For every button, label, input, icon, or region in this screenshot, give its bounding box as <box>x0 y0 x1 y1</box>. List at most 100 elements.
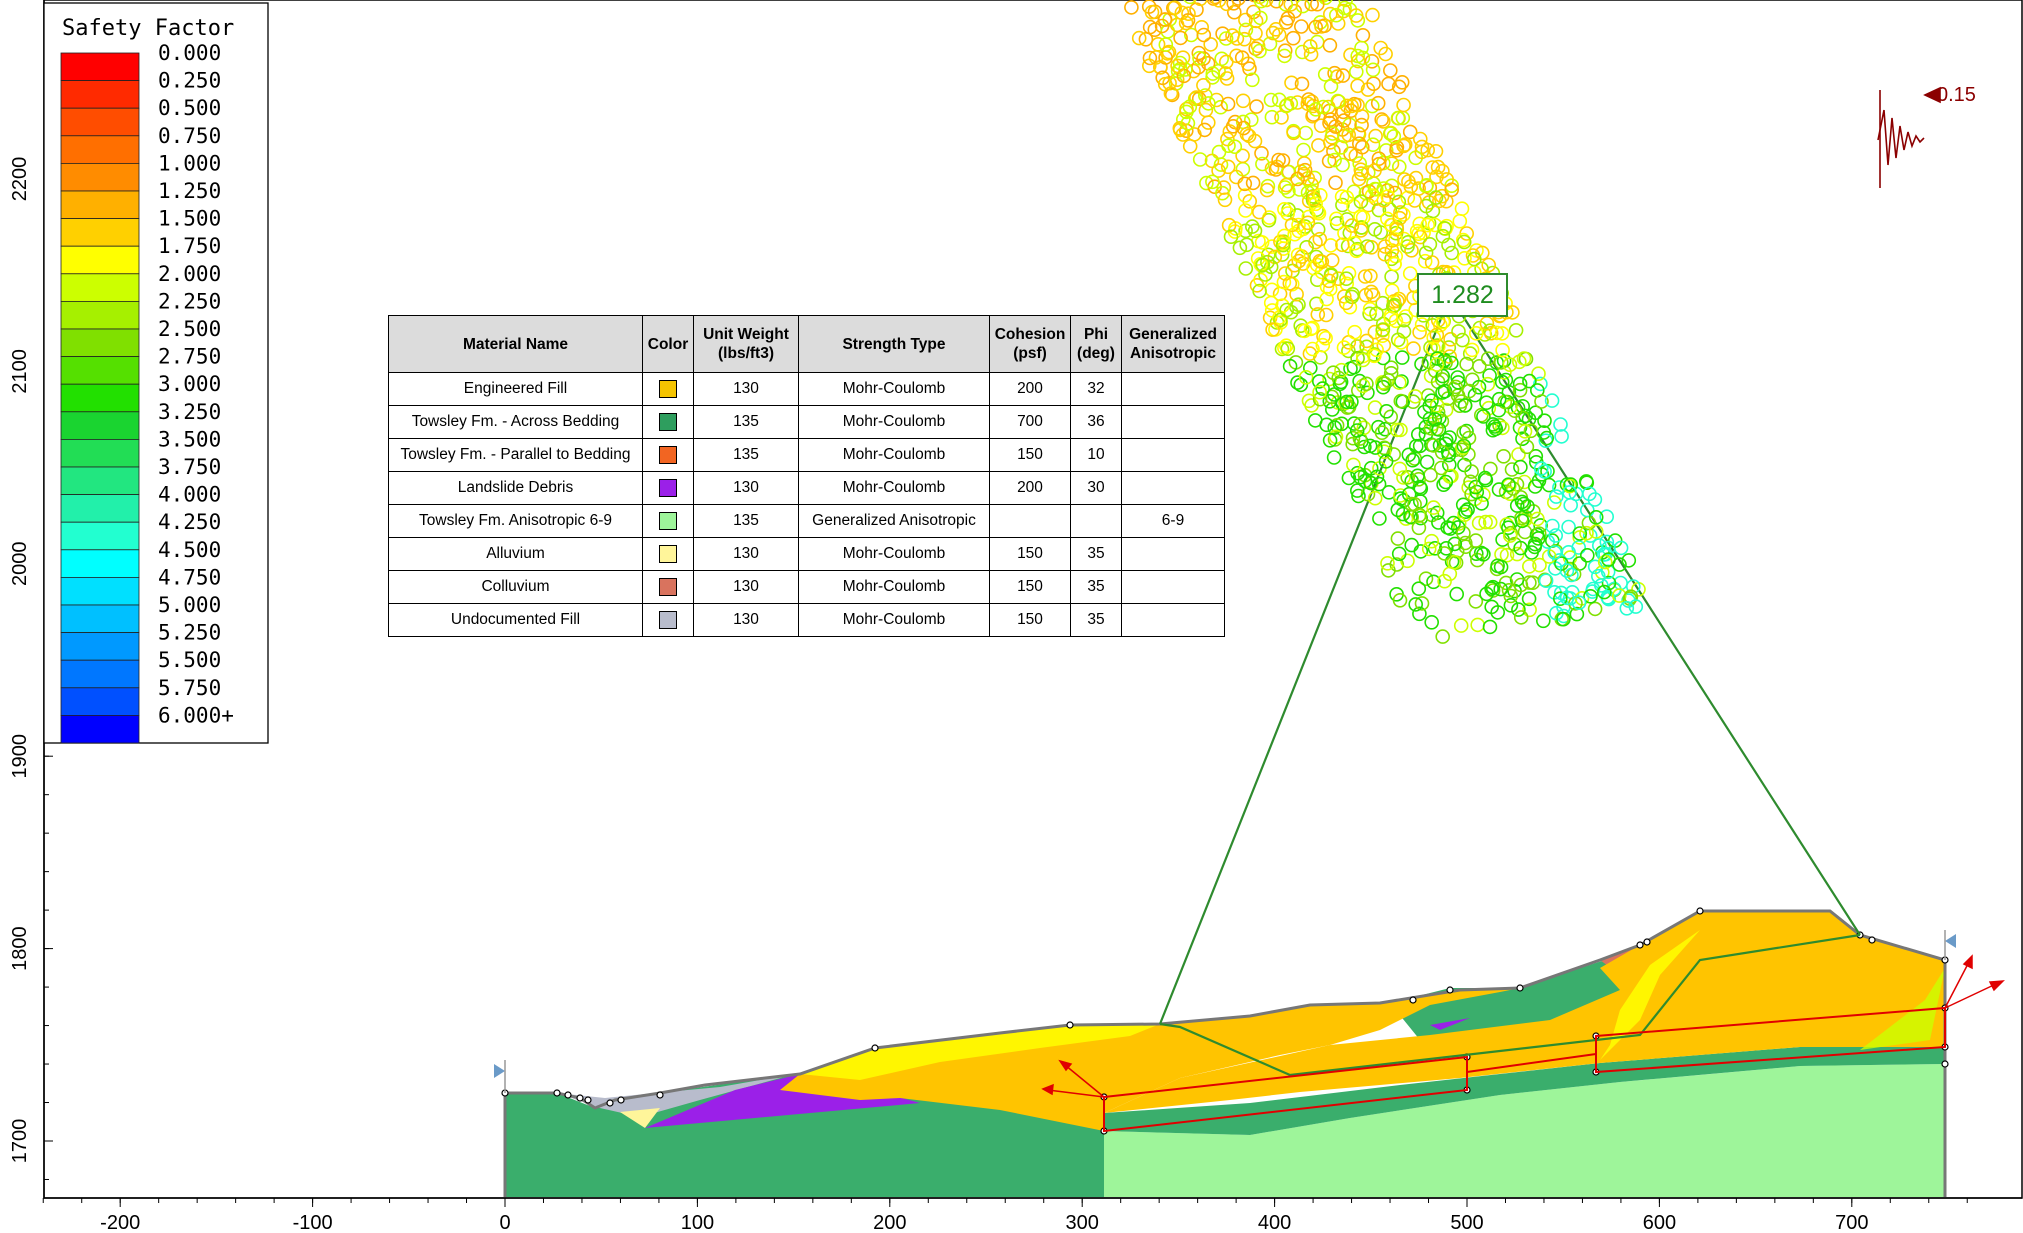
x-tick-label: 400 <box>1258 1212 1291 1233</box>
slip-center-marker <box>1530 511 1545 527</box>
slip-center-marker <box>1469 325 1484 341</box>
legend-swatch <box>60 521 140 551</box>
slip-center-marker <box>1221 217 1237 233</box>
cell-strength-type: Mohr-Coulomb <box>798 471 990 505</box>
slip-center-marker <box>1349 64 1364 80</box>
slip-center-marker <box>1264 282 1280 298</box>
slip-center-marker <box>1390 110 1406 126</box>
slip-center-marker <box>1220 159 1236 175</box>
slip-center-marker <box>1396 97 1411 113</box>
slip-center-marker <box>1619 600 1635 616</box>
legend-label: 5.500 <box>158 648 221 672</box>
slip-center-marker <box>1317 67 1333 82</box>
legend-swatch <box>60 273 140 302</box>
slip-center-marker <box>1183 0 1197 5</box>
slip-center-marker <box>1435 228 1451 244</box>
slip-center-marker <box>1345 436 1360 452</box>
slip-center-marker <box>1311 205 1327 221</box>
slip-center-marker <box>1476 409 1491 424</box>
slip-center-marker <box>1148 50 1164 65</box>
slip-center-marker <box>1327 420 1342 435</box>
cell-anisotropic <box>1121 537 1225 571</box>
legend-swatch <box>60 466 140 496</box>
slip-center-marker <box>1396 470 1411 485</box>
slip-center-marker <box>1501 582 1517 598</box>
slip-center-marker <box>1517 423 1533 439</box>
slip-center-marker <box>1237 176 1253 192</box>
slip-center-marker <box>1208 0 1222 5</box>
slip-center-marker <box>1451 324 1466 339</box>
slip-center-marker <box>1321 153 1337 169</box>
cell-strength-type: Mohr-Coulomb <box>798 372 990 406</box>
slip-center-marker <box>1283 0 1299 12</box>
slip-center-marker <box>1522 559 1537 574</box>
slip-center-marker <box>1359 333 1374 349</box>
slip-center-marker <box>1314 264 1330 280</box>
slip-center-marker <box>1312 391 1328 407</box>
cell-material-name: Landslide Debris <box>388 471 643 505</box>
slip-center-marker <box>1559 477 1575 492</box>
legend-label: 4.250 <box>158 510 221 534</box>
slip-center-marker <box>1231 0 1246 6</box>
slip-center-marker <box>1284 217 1300 233</box>
slip-center-marker <box>1430 159 1446 175</box>
slip-center-marker <box>1325 126 1340 141</box>
slip-center-marker <box>1254 235 1270 250</box>
slip-center-marker <box>1393 488 1408 503</box>
slip-center-marker <box>1392 592 1408 608</box>
slip-center-marker <box>1294 76 1310 92</box>
legend-label: 0.250 <box>158 69 221 93</box>
slip-center-marker <box>1431 515 1446 530</box>
slip-center-marker <box>1351 171 1367 187</box>
slip-center-marker <box>1491 391 1507 407</box>
slip-center-marker <box>1326 143 1341 159</box>
slip-center-marker <box>1404 537 1419 553</box>
cell-anisotropic <box>1121 372 1225 406</box>
slip-center-marker <box>1442 521 1458 536</box>
slip-center-marker <box>1514 513 1530 529</box>
header-material-name: Material Name <box>388 315 643 373</box>
slip-center-marker <box>1326 450 1342 465</box>
legend-label: 0.000 <box>158 41 221 65</box>
legend-label: 3.750 <box>158 455 221 479</box>
slip-center-marker <box>1215 26 1230 42</box>
slip-center-marker <box>1394 350 1410 365</box>
slip-center-marker <box>1254 146 1269 161</box>
slip-center-marker <box>1414 317 1430 332</box>
slip-center-marker <box>1255 257 1271 273</box>
slip-center-marker <box>1392 210 1407 226</box>
slip-center-marker <box>1220 131 1235 147</box>
slip-center-marker <box>1167 0 1183 15</box>
slip-center-marker <box>1516 351 1532 366</box>
slip-center-marker <box>1408 597 1423 612</box>
slip-center-marker <box>1520 499 1535 514</box>
slip-center-marker <box>1423 420 1439 436</box>
slip-center-marker <box>1365 137 1381 152</box>
slip-center-marker <box>1459 356 1474 372</box>
slip-center-marker <box>1528 448 1544 464</box>
slip-center-marker <box>1237 188 1253 203</box>
slip-center-marker <box>1513 610 1529 625</box>
slip-center-marker <box>1329 211 1344 227</box>
slip-center-marker <box>1392 375 1407 391</box>
slip-center-marker <box>1303 39 1318 54</box>
slip-center-marker <box>1444 355 1459 371</box>
legend-label: 3.500 <box>158 427 221 451</box>
cell-material-name: Alluvium <box>388 537 643 571</box>
slip-center-marker <box>1533 461 1549 476</box>
slip-center-marker <box>1588 509 1604 525</box>
slip-center-marker <box>1349 423 1365 438</box>
slip-center-marker <box>1369 469 1385 485</box>
slip-center-marker <box>1471 379 1487 395</box>
slip-center-marker <box>1164 87 1180 103</box>
slip-center-marker <box>1229 31 1245 46</box>
slip-center-marker <box>1247 223 1263 239</box>
slip-center-marker <box>1199 175 1214 191</box>
slip-center-marker <box>1253 10 1268 26</box>
slip-center-marker <box>1312 253 1328 269</box>
slip-center-marker <box>1124 0 1139 15</box>
left-boundary-marker <box>494 1064 505 1078</box>
